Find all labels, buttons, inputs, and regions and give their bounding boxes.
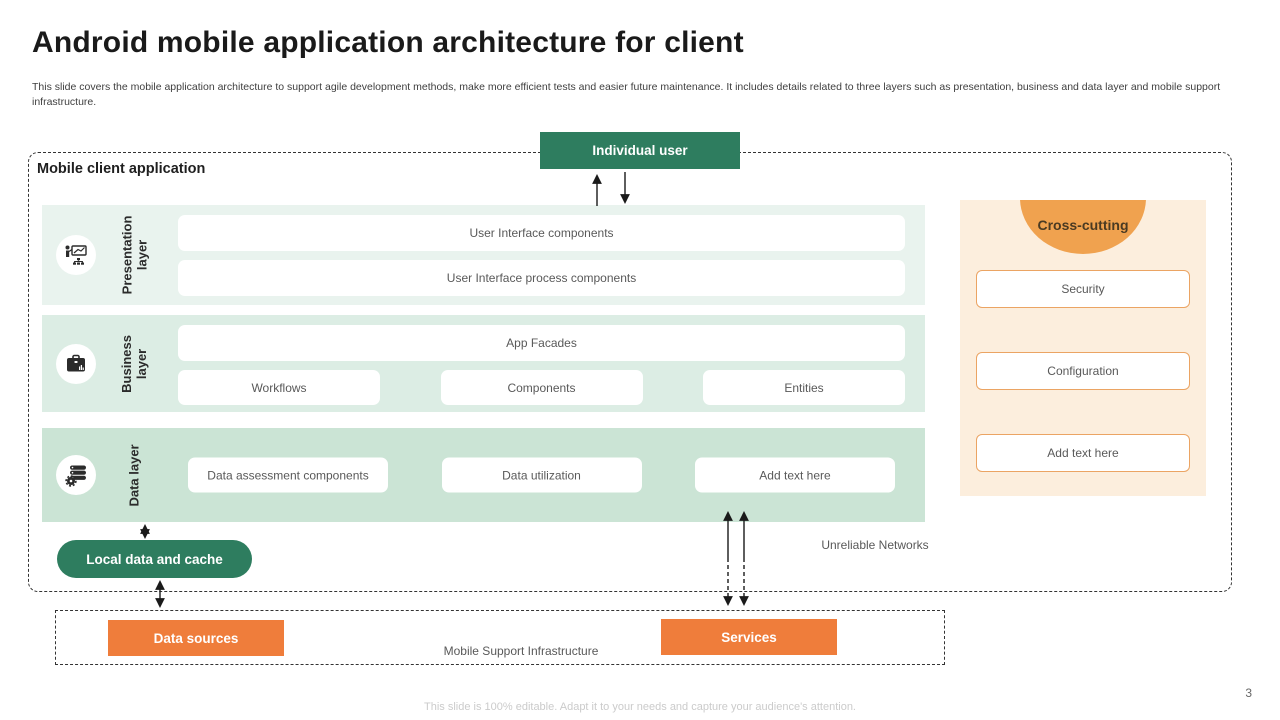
cross-item-configuration: Configuration (976, 352, 1190, 390)
local-data-cache-label: Local data and cache (86, 551, 223, 567)
box-components: Components (440, 370, 643, 405)
presentation-layer-band: Presentation layer User Interface compon… (42, 205, 925, 305)
business-layer-band: Business layer App Facades Workflows Com… (42, 315, 925, 412)
mobile-client-label: Mobile client application (37, 161, 206, 177)
unreliable-networks-label: Unreliable Networks (821, 538, 929, 552)
individual-user-node: Individual user (540, 132, 740, 169)
data-layer-icon-circle (56, 455, 96, 495)
cross-cutting-panel: Cross-cutting Security Configuration Add… (960, 200, 1206, 496)
box-add-text-here: Add text here (695, 457, 895, 493)
box-user-interface-process-components: User Interface process components (178, 260, 905, 296)
data-layer-band: Data layer Data assessment components Da… (42, 428, 925, 522)
presentation-layer-icon-circle (56, 235, 96, 275)
cross-item-add-text: Add text here (976, 434, 1190, 472)
mobile-support-infrastructure-label: Mobile Support Infrastructure (443, 644, 599, 658)
box-workflows: Workflows (178, 370, 380, 405)
page-subtitle: This slide covers the mobile application… (32, 81, 1221, 108)
mobile-support-infrastructure-container: Data sources Mobile Support Infrastructu… (55, 610, 945, 665)
box-data-assessment-components: Data assessment components (188, 457, 388, 493)
page-number: 3 (1245, 686, 1252, 700)
services-node: Services (661, 619, 837, 655)
cross-item-security: Security (976, 270, 1190, 308)
briefcase-icon (67, 354, 85, 371)
presentation-layer-label: Presentation layer (119, 215, 149, 295)
local-data-cache-node: Local data and cache (57, 540, 252, 578)
box-data-utilization: Data utilization (441, 457, 642, 493)
data-sources-label: Data sources (153, 630, 239, 646)
presentation-board-icon (65, 245, 87, 265)
data-sources-node: Data sources (108, 620, 284, 656)
business-layer-icon-circle (56, 343, 96, 384)
page-title: Android mobile application architecture … (32, 26, 744, 59)
box-user-interface-components: User Interface components (178, 215, 905, 251)
cross-cutting-title: Cross-cutting (1037, 217, 1129, 233)
data-layer-label: Data layer (126, 443, 142, 507)
services-label: Services (721, 629, 777, 645)
box-entities: Entities (703, 370, 905, 405)
individual-user-label: Individual user (592, 143, 688, 158)
footer-note: This slide is 100% editable. Adapt it to… (424, 701, 856, 713)
box-app-facades: App Facades (178, 325, 905, 361)
business-layer-label: Business layer (119, 334, 149, 393)
database-gear-icon (65, 465, 86, 487)
